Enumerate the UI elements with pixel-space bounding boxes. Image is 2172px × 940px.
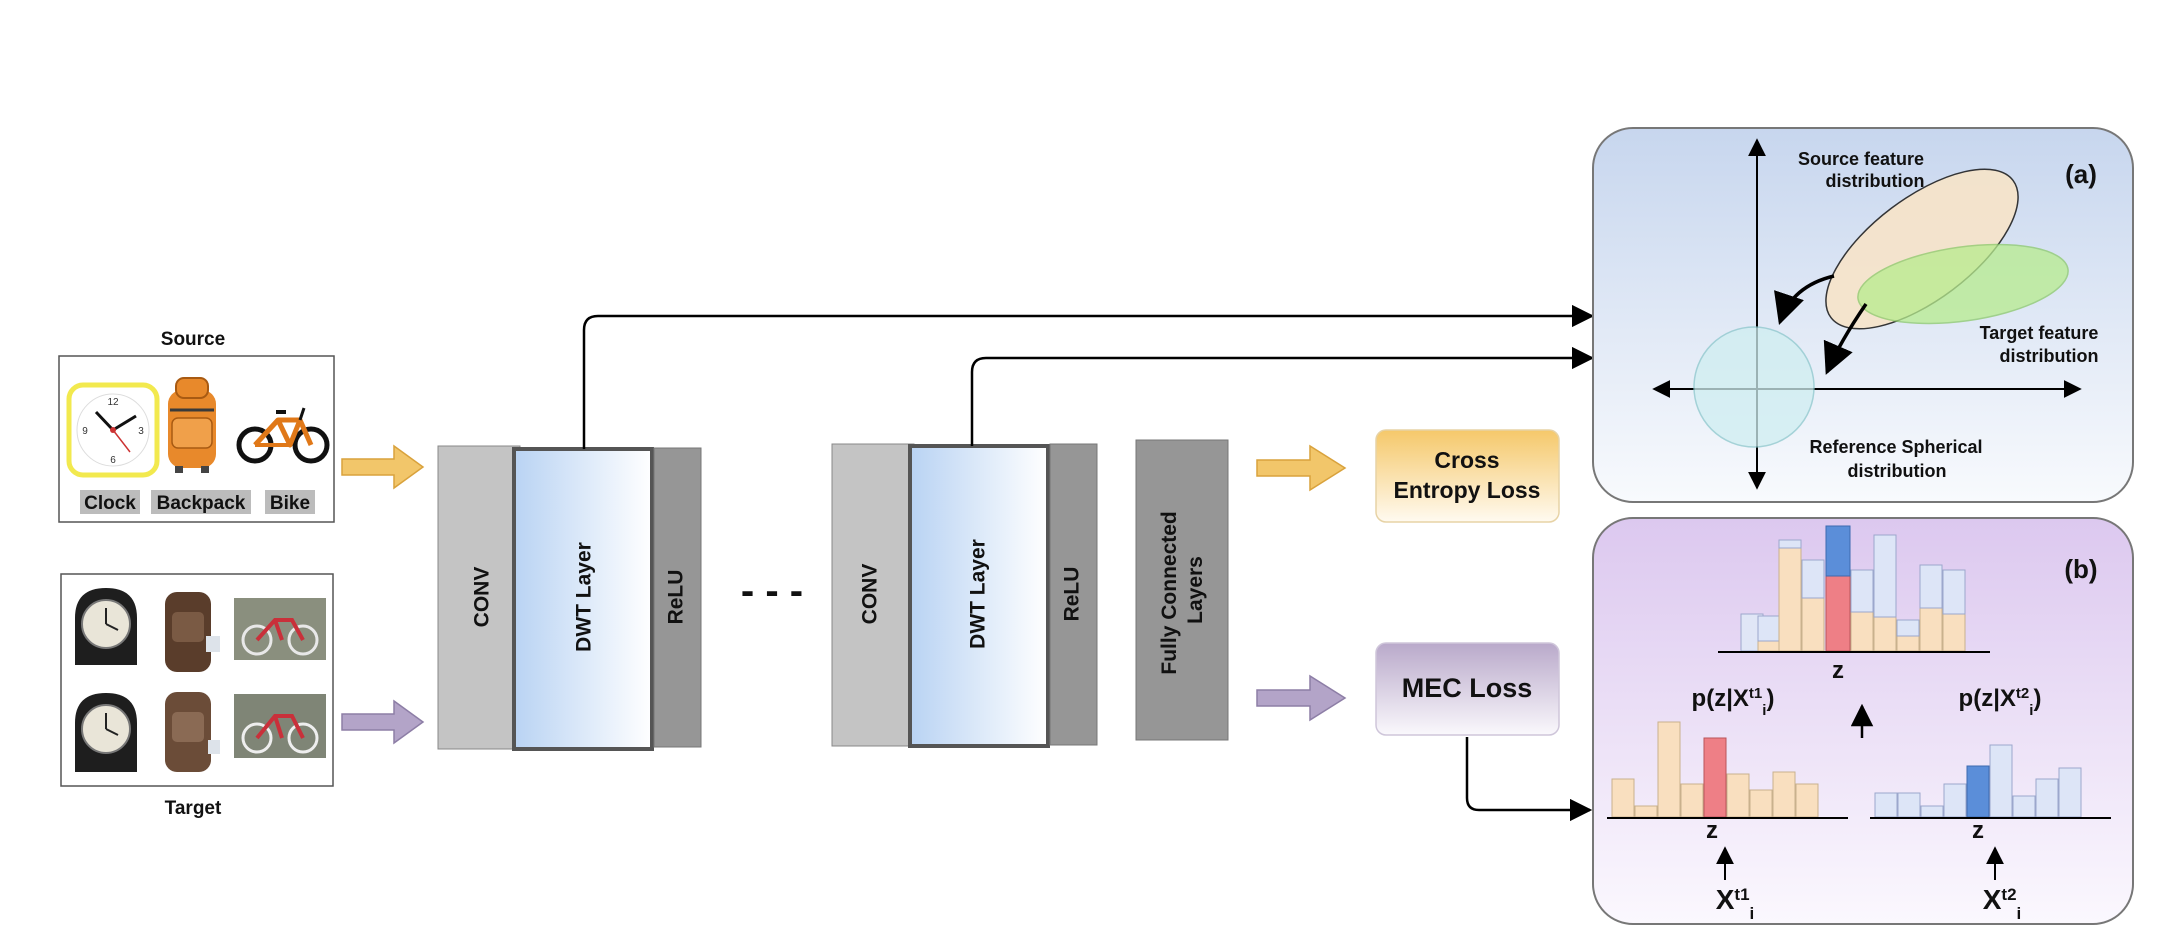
block1-dwt-label: DWT Layer <box>573 542 596 652</box>
bike-icon <box>236 407 330 464</box>
t2-histogram <box>1870 744 2111 819</box>
prob-t1-label: p(z|Xt1i) <box>1692 685 1775 719</box>
target-dist-line2: distribution <box>2000 346 2099 366</box>
source-label-backpack: Backpack <box>157 493 246 514</box>
source-to-reference-arrow <box>1774 274 1835 325</box>
block2-dwt <box>908 444 1050 748</box>
block1-conv <box>437 445 521 750</box>
mec-label: MEC Loss <box>1402 673 1533 703</box>
connector-dwt1-to-panel-a <box>582 304 1595 449</box>
x-t2-label: Xt2i <box>1983 884 2022 923</box>
fully-connected-layers: Fully Connected Layers <box>1135 439 1229 741</box>
svg-text:3: 3 <box>138 426 144 437</box>
x-t1-label: Xt1i <box>1716 884 1755 923</box>
reference-line1: Reference Spherical <box>1809 437 1982 457</box>
panel-a: Source feature distribution Target featu… <box>1592 127 2134 503</box>
prob-t2-label: p(z|Xt2i) <box>1959 685 2042 719</box>
block1-conv-label: CONV <box>471 567 494 628</box>
t1-z-label: z <box>1706 817 1718 844</box>
source-input-arrow <box>341 444 425 490</box>
block2: CONV DWT Layer ReLU <box>831 443 1098 748</box>
block1-relu-label: ReLU <box>665 570 688 625</box>
fc-label-line2: Layers <box>1184 556 1207 624</box>
top-histogram-z-label: z <box>1832 657 1844 684</box>
backpack-icon <box>168 377 216 473</box>
fc-label-line1: Fully Connected <box>1158 511 1181 674</box>
reference-line2: distribution <box>1848 461 1947 481</box>
block1-relu <box>653 447 702 748</box>
panel-b-tag: (b) <box>2064 554 2097 584</box>
connector-dwt2-to-panel-a <box>970 346 1595 446</box>
backpack-photo <box>165 592 220 772</box>
source-title: Source <box>161 329 225 350</box>
source-label-clock: Clock <box>84 493 136 514</box>
ce-label-line1: Cross <box>1434 447 1499 473</box>
block2-dwt-label: DWT Layer <box>967 539 990 649</box>
block2-relu <box>1049 443 1098 746</box>
bike-photo <box>234 598 326 758</box>
target-feature-ellipse <box>1857 243 2069 325</box>
panel-b: (b) z p(z|Xt1i) <box>1592 517 2134 925</box>
t2-z-label: z <box>1972 817 1984 844</box>
ce-output-arrow <box>1256 444 1347 492</box>
block1-dwt <box>512 447 654 751</box>
svg-text:Fully Connected Layers: Fully Connected Layers <box>1158 505 1207 674</box>
panel-a-tag: (a) <box>2065 159 2097 189</box>
reference-sphere <box>1693 326 1815 448</box>
ellipsis-dashes: - - - <box>741 569 803 613</box>
clock-icon: 12 3 6 9 <box>66 382 160 478</box>
connector-mec-to-panel-b <box>1465 737 1593 822</box>
cross-entropy-loss-box: Cross Entropy Loss <box>1375 429 1560 523</box>
mec-loss-box: MEC Loss <box>1375 642 1560 736</box>
svg-text:9: 9 <box>82 426 88 437</box>
svg-text:12: 12 <box>107 397 119 408</box>
svg-text:6: 6 <box>110 455 116 466</box>
ce-label-line2: Entropy Loss <box>1394 477 1541 503</box>
mec-output-arrow <box>1256 674 1347 722</box>
block1: CONV DWT Layer ReLU <box>437 445 702 751</box>
combined-histogram <box>1718 525 1990 653</box>
target-dist-line1: Target feature <box>1980 323 2099 343</box>
t1-histogram <box>1607 721 1848 819</box>
target-to-reference-arrow <box>1823 303 1868 375</box>
source-dist-line1: Source feature <box>1798 149 1924 169</box>
block2-conv-label: CONV <box>859 564 882 625</box>
block2-conv <box>831 443 915 747</box>
alarm-clock-photo <box>75 588 137 772</box>
source-dist-line2: distribution <box>1826 171 1925 191</box>
target-input-arrow <box>341 699 425 745</box>
target-title: Target <box>165 798 222 819</box>
source-label-bike: Bike <box>270 493 310 514</box>
block2-relu-label: ReLU <box>1061 567 1084 622</box>
